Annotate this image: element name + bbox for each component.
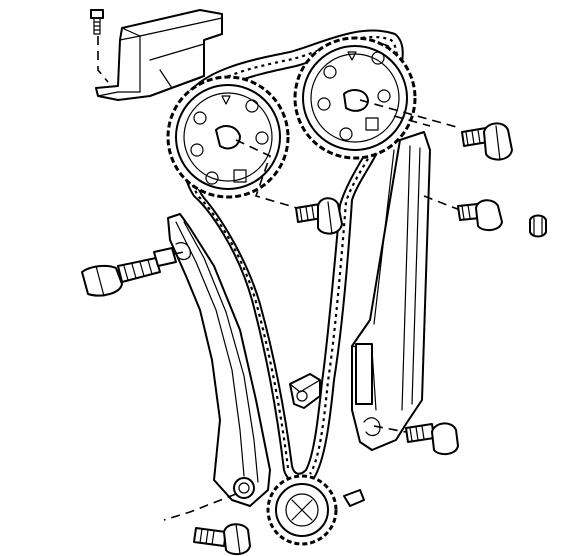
woodruff-key-icon [343,489,365,507]
chain-guide-cover [95,9,223,101]
chain-guide-block [289,373,321,409]
fixed-chain-guide [351,131,461,451]
cover-bolt-icon [90,9,109,83]
tensioner-pivot-bolt-icon [81,247,185,297]
tensioner-rail [167,213,271,507]
sprocket-bolt-left-icon [295,197,343,235]
tensioner-lower-bolt-icon [163,493,251,556]
guide-bolt-lower-icon [373,422,459,456]
intake-camshaft-sprocket [166,75,290,199]
guide-plug-icon [529,214,547,238]
crankshaft-sprocket [266,474,338,546]
guide-bolt-upper-icon [457,199,503,232]
exhaust-camshaft-sprocket [293,36,417,160]
sprocket-bolt-right-icon [461,122,513,161]
